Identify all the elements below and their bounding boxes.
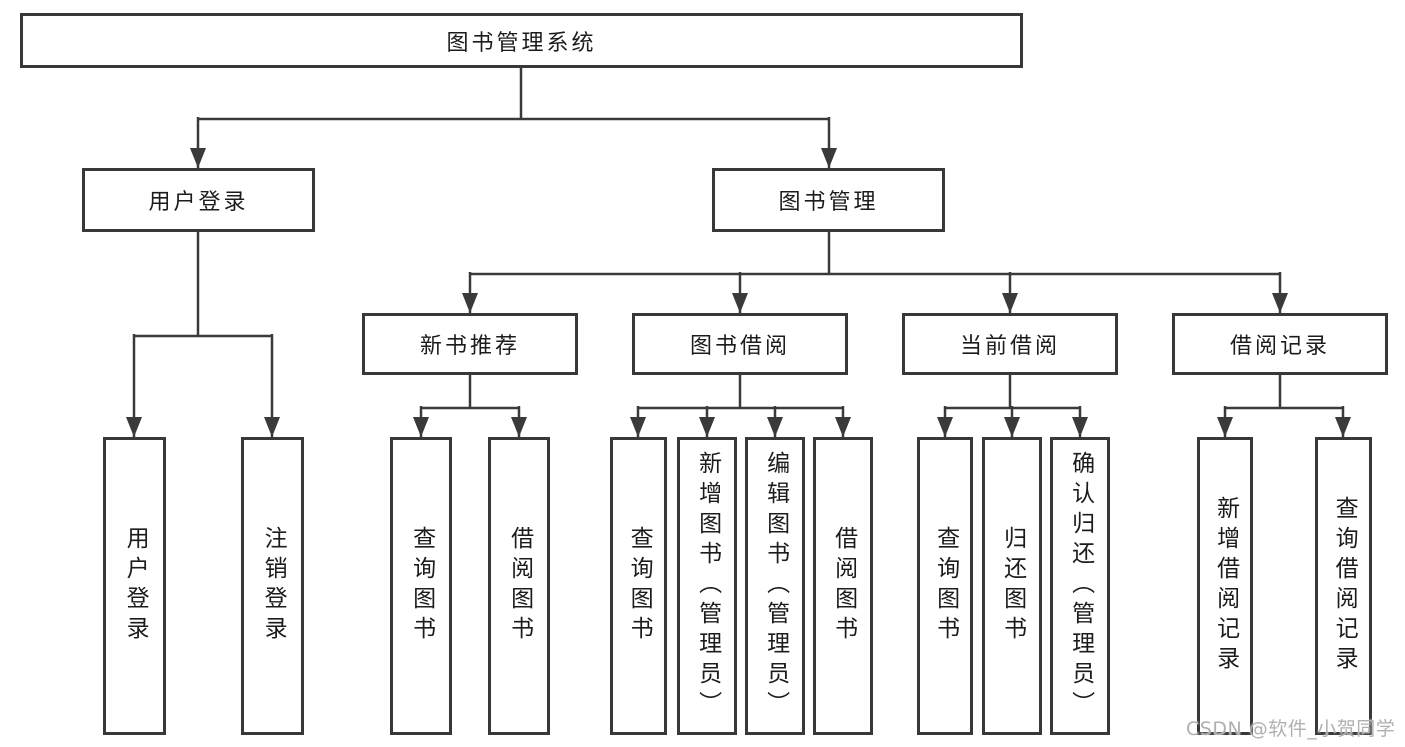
leaf-confirm-return-admin: 确认归还（管理员） [1050,437,1110,735]
leaf-edit-book-admin: 编辑图书（管理员） [745,437,805,735]
leaf-add-book-admin: 新增图书（管理员） [677,437,737,735]
leaf-borrow-books-recommend-label: 借阅图书 [506,526,533,646]
node-current-borrow: 当前借阅 [902,313,1118,375]
node-book-management: 图书管理 [712,168,945,232]
connector-borrow-records [1225,374,1343,410]
leaf-query-books-borrow-label: 查询图书 [626,526,653,646]
connector-current-borrow [945,374,1080,410]
leaf-query-books-current: 查询图书 [917,437,973,735]
leaf-logout-label: 注销登录 [260,526,287,646]
connector-book-management [470,231,1280,276]
connector-new-book [421,374,519,410]
connector-book-borrow [638,374,843,410]
node-current-borrow-label: 当前借阅 [959,334,1060,359]
leaf-borrow-books: 借阅图书 [813,437,873,735]
node-book-management-label: 图书管理 [778,190,879,215]
leaf-query-borrow-record-label: 查询借阅记录 [1331,496,1358,676]
node-borrow-records-label: 借阅记录 [1229,334,1330,359]
leaf-user-login-label: 用户登录 [122,526,149,646]
node-user-login-label: 用户登录 [148,190,249,215]
leaf-query-books-current-label: 查询图书 [932,526,959,646]
leaf-edit-book-admin-label: 编辑图书（管理员） [762,451,789,721]
leaf-query-books-recommend-label: 查询图书 [408,526,435,646]
connector-root [198,67,829,121]
node-book-borrow-label: 图书借阅 [689,334,790,359]
node-borrow-records: 借阅记录 [1172,313,1388,375]
node-library-system-label: 图书管理系统 [446,30,597,56]
node-user-login: 用户登录 [82,168,315,232]
node-new-book-recommend-label: 新书推荐 [419,334,520,359]
leaf-query-books-borrow: 查询图书 [610,437,667,735]
leaf-add-borrow-record-label: 新增借阅记录 [1212,496,1239,676]
leaf-user-login: 用户登录 [103,437,166,735]
leaf-query-borrow-record: 查询借阅记录 [1315,437,1372,735]
leaf-add-borrow-record: 新增借阅记录 [1197,437,1253,735]
node-library-system: 图书管理系统 [20,13,1023,68]
leaf-logout: 注销登录 [241,437,304,735]
leaf-confirm-return-admin-label: 确认归还（管理员） [1067,451,1094,721]
leaf-borrow-books-recommend: 借阅图书 [488,437,550,735]
leaf-add-book-admin-label: 新增图书（管理员） [694,451,721,721]
leaf-query-books-recommend: 查询图书 [390,437,452,735]
node-book-borrow: 图书借阅 [632,313,848,375]
connector-user-login [134,231,272,338]
node-new-book-recommend: 新书推荐 [362,313,578,375]
csdn-watermark: CSDN @软件_小贺同学 [1186,718,1396,740]
leaf-return-book-label: 归还图书 [999,526,1026,646]
leaf-borrow-books-label: 借阅图书 [830,526,857,646]
leaf-return-book: 归还图书 [982,437,1042,735]
